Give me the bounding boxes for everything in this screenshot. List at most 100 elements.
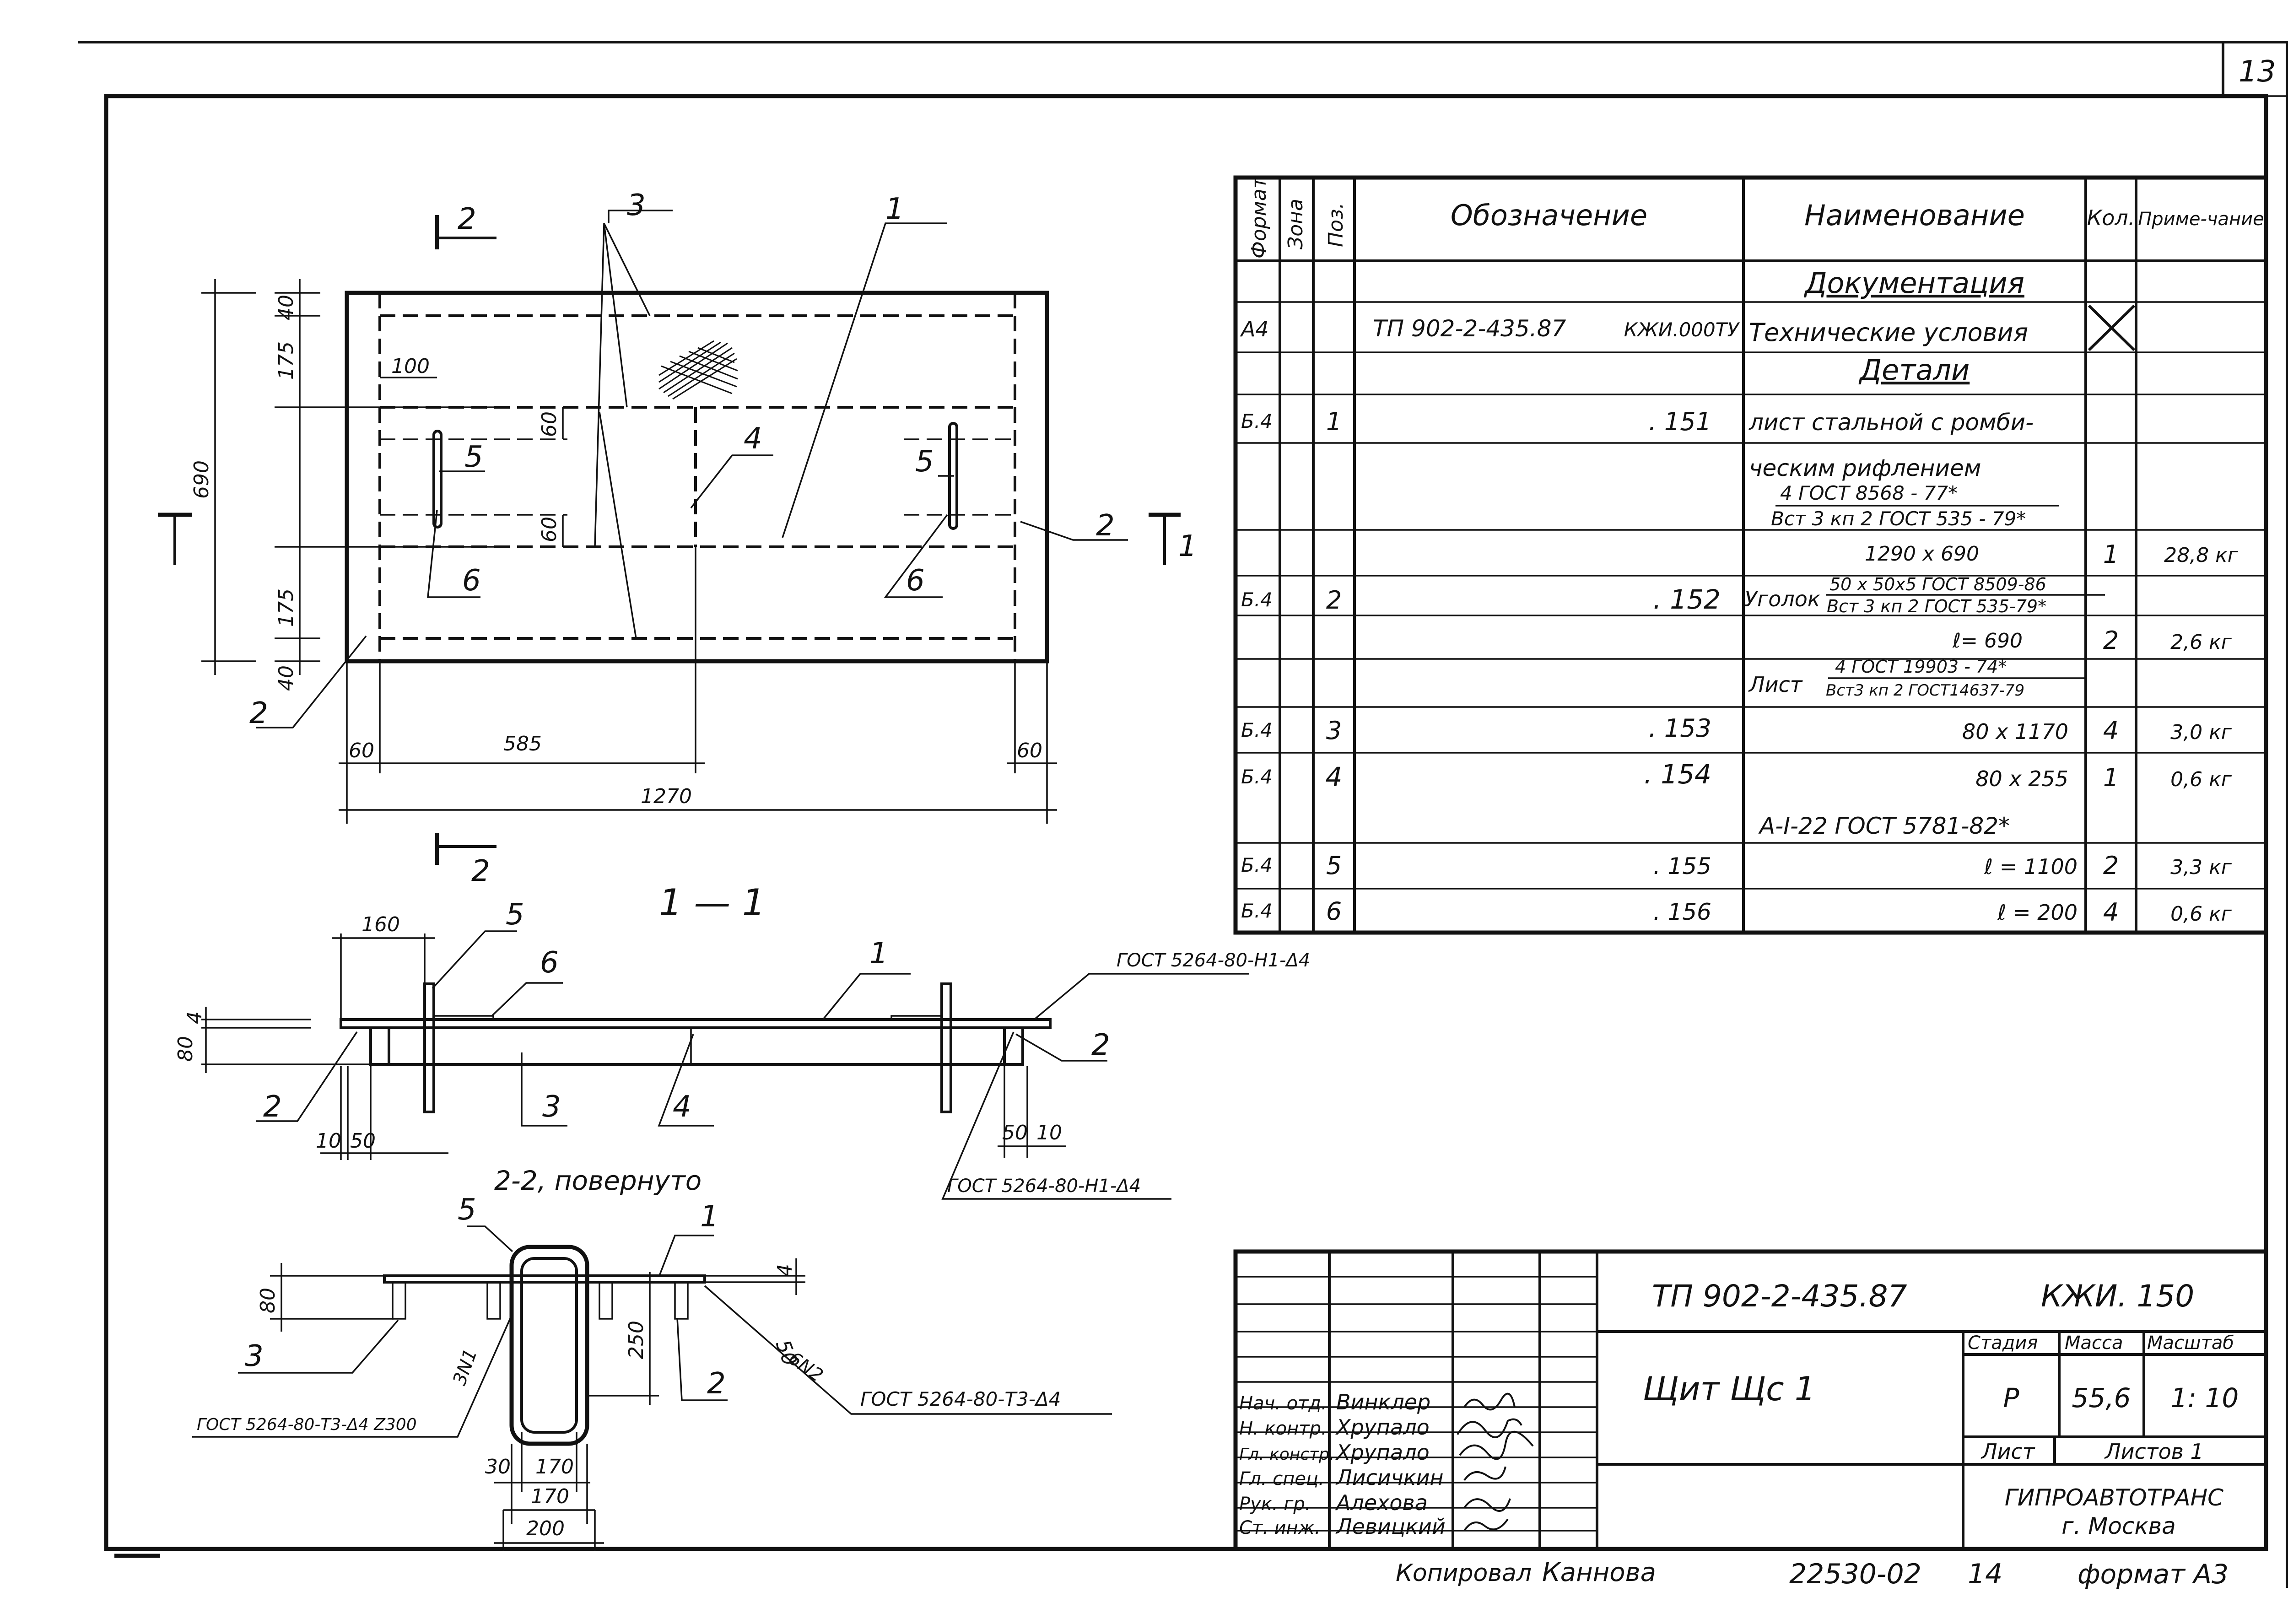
tb-sheets-label: Листов 1 — [2104, 1439, 2204, 1464]
s1-dim-10-right: 10 — [1036, 1121, 1062, 1144]
tb-org: ГИПРОАВТОТРАНС — [2005, 1484, 2223, 1511]
dim-1270: 1270 — [641, 785, 692, 808]
row1-size: 1290 x 690 — [1865, 542, 1979, 566]
page-number: 13 — [2239, 55, 2276, 89]
s2-callout-2: 2 — [707, 1367, 726, 1401]
row3-pos: 3 — [1326, 716, 1342, 745]
row6-designation: . 156 — [1653, 899, 1711, 925]
row3-qty: 4 — [2103, 716, 2119, 745]
specification-table: Формат Зона Поз. Обозначение Наименовани… — [1233, 175, 2268, 935]
staff-role-3: Гл. констр. — [1239, 1445, 1334, 1464]
section-details: Детали — [1858, 353, 1970, 387]
s2-dim-30: 30 — [485, 1455, 511, 1478]
dim-175-bottom: 175 — [275, 588, 298, 627]
s2-weld-right: ГОСТ 5264-80-Т3-Δ4 — [860, 1388, 1061, 1410]
row-armature-name: А-I-22 ГОСТ 5781-82* — [1758, 813, 2010, 839]
signatures — [1457, 1392, 1534, 1532]
doc-row-designation-left: ТП 902-2-435.87 — [1373, 315, 1566, 342]
section-2-2: 2-2, повернуто 5 1 3 2 ГОСТ 5264-80-Т3-Δ… — [192, 1165, 1112, 1551]
s2-weld-left: ГОСТ 5264-80-Т3-Δ4 Z300 — [197, 1415, 417, 1434]
row-list-name: Лист — [1748, 672, 1803, 697]
tb-sheet-label: Лист — [1980, 1439, 2035, 1464]
tb-scale-label: Масштаб — [2147, 1333, 2234, 1354]
row1-frac-bottom: Вст 3 кп 2 ГОСТ 535 - 79* — [1771, 507, 2026, 530]
sheet-footer: Копировал Каннова 22530-02 14 формат А3 — [114, 1554, 2229, 1590]
plan-callout-2a: 2 — [1096, 509, 1115, 543]
plan-callout-5b: 5 — [915, 445, 934, 479]
inventory-sheet: 14 — [1968, 1558, 2002, 1590]
plan-callout-1: 1 — [885, 192, 904, 226]
tb-stage: Р — [2003, 1382, 2019, 1414]
staff-role-5: Рук. гр. — [1239, 1494, 1311, 1515]
staff-name-1: Винклер — [1336, 1390, 1430, 1414]
s1-callout-6: 6 — [540, 946, 559, 980]
row1-format: Б.4 — [1241, 410, 1273, 432]
title-block: Нач. отд. Винклер Н. контр. Хрупало Гл. … — [1233, 1249, 2268, 1551]
row2-note: 2,6 кг — [2170, 631, 2232, 654]
row2-name: Уголок — [1744, 587, 1820, 611]
dim-175-top: 175 — [275, 341, 298, 380]
staff-name-3: Хрупало — [1335, 1440, 1430, 1465]
s1-dim-50-right: 50 — [1002, 1121, 1028, 1144]
tb-mass: 55,6 — [2072, 1382, 2131, 1414]
s1-dim-4: 4 — [183, 1011, 206, 1024]
dim-60-a: 60 — [538, 411, 561, 437]
tb-scale: 1: 10 — [2171, 1382, 2239, 1414]
plan-callout-6a: 6 — [462, 564, 481, 598]
row5-format: Б.4 — [1241, 854, 1273, 876]
header-note: Приме-чание — [2138, 209, 2264, 230]
s1-dim-80: 80 — [174, 1036, 197, 1062]
s2-callout-1: 1 — [700, 1200, 719, 1234]
s2-dim-80: 80 — [256, 1288, 280, 1313]
tb-title: Щит Щс 1 — [1643, 1370, 1815, 1408]
dim-690: 690 — [190, 460, 213, 499]
dim-60-right: 60 — [1017, 739, 1042, 762]
staff-name-5: Алехова — [1335, 1490, 1428, 1515]
s2-dim-170-b: 170 — [531, 1485, 569, 1508]
section-1-1: 1 — 1 5 6 1 3 4 2 2 ГОСТ 5264-80-Н1-Δ4 Г… — [174, 881, 1310, 1200]
row6-pos: 6 — [1326, 897, 1342, 926]
row3-note: 3,0 кг — [2170, 721, 2232, 744]
plan-callout-2b: 2 — [249, 696, 268, 730]
row6-size: ℓ = 200 — [1997, 900, 2078, 925]
staff-name-6: Левицкий — [1335, 1514, 1446, 1539]
s2-callout-5: 5 — [458, 1193, 476, 1227]
row4-qty: 1 — [2103, 763, 2119, 792]
dim-60-b: 60 — [538, 517, 561, 542]
copied-label: Копировал — [1396, 1559, 1532, 1587]
dim-100: 100 — [391, 355, 430, 378]
row2-size: ℓ= 690 — [1952, 629, 2023, 653]
dim-40-bottom: 40 — [275, 665, 298, 691]
row1-pos: 1 — [1326, 407, 1342, 436]
row6-qty: 4 — [2103, 898, 2119, 927]
section-mark-1: 1 — [1178, 529, 1197, 563]
s2-dim-170-a: 170 — [535, 1455, 574, 1478]
row3-designation: . 153 — [1649, 714, 1711, 743]
staff-role-2: Н. контр. — [1239, 1418, 1327, 1439]
row5-size: ℓ = 1100 — [1984, 854, 2078, 879]
section-2-title: 2-2, повернуто — [494, 1165, 702, 1196]
staff-name-2: Хрупало — [1335, 1415, 1430, 1440]
row1-name-line1: лист стальной с ромби- — [1748, 409, 2034, 436]
row5-qty: 2 — [2103, 851, 2119, 880]
plan-callout-5a: 5 — [464, 440, 483, 474]
s1-weld-top: ГОСТ 5264-80-Н1-Δ4 — [1117, 950, 1310, 971]
s1-dim-160: 160 — [362, 913, 400, 936]
header-designation: Обозначение — [1451, 199, 1647, 232]
s1-callout-3: 3 — [542, 1090, 561, 1124]
tb-city: г. Москва — [2061, 1513, 2176, 1539]
doc-row-format: А4 — [1240, 317, 1269, 341]
header-pos: Поз. — [1324, 203, 1348, 247]
section-documentation: Документация — [1803, 266, 2024, 300]
s1-callout-2b: 2 — [1091, 1028, 1110, 1062]
s1-weld-bottom: ГОСТ 5264-80-Н1-Δ4 — [947, 1176, 1141, 1197]
s2-mark-3n1: 3N1 — [449, 1346, 481, 1388]
section-mark-2-top: 2 — [458, 202, 476, 236]
row4-designation: . 154 — [1644, 759, 1711, 790]
staff-role-1: Нач. отд. — [1239, 1393, 1327, 1414]
tb-stage-label: Стадия — [1968, 1333, 2038, 1354]
row3-size: 80 x 1170 — [1962, 719, 2068, 744]
plan-callout-3: 3 — [627, 189, 646, 222]
row1-frac-top: 4 ГОСТ 8568 - 77* — [1780, 482, 1958, 504]
